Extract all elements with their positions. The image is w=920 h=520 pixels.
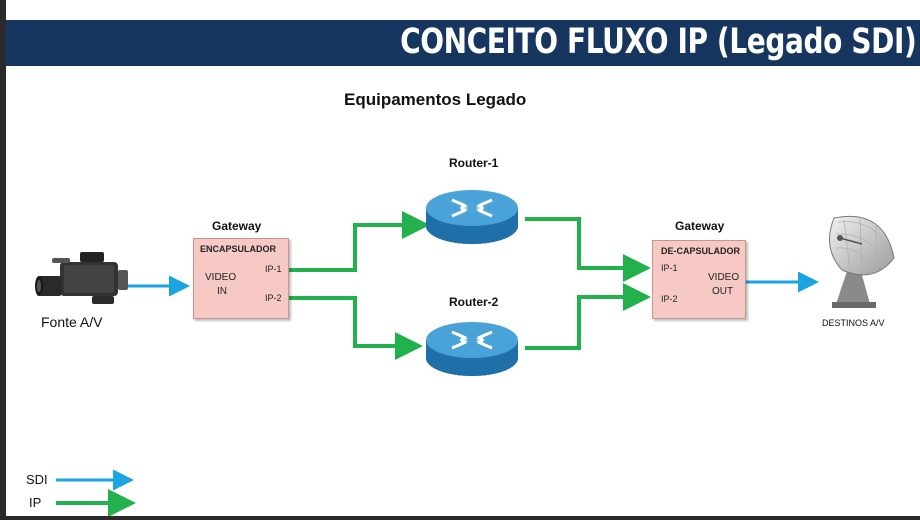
router2-label: Router-2 xyxy=(449,295,499,309)
connection-lines xyxy=(56,211,819,516)
destination-label: DESTINOS A/V xyxy=(822,318,885,328)
video-out-label-1: VIDEO xyxy=(708,272,740,283)
encapsulator-box: ENCAPSULADOR VIDEO IN IP-1 IP-2 xyxy=(193,238,289,319)
satellite-dish-icon xyxy=(829,215,895,308)
slide: CONCEITO FLUXO IP (Legado SDI) Equipamen… xyxy=(6,0,920,516)
diagram-title: Equipamentos Legado xyxy=(344,90,527,109)
decapsulator-port-ip1: IP-1 xyxy=(661,263,678,273)
router-icon xyxy=(426,322,518,376)
source-label: Fonte A/V xyxy=(41,314,103,330)
encapsulator-port-ip1: IP-1 xyxy=(265,264,282,274)
legend-ip-label: IP xyxy=(29,495,42,510)
decapsulator-port-ip2: IP-2 xyxy=(661,294,678,304)
slide-title: CONCEITO FLUXO IP (Legado SDI) xyxy=(399,22,917,62)
ip-link-gateway-router2 xyxy=(288,296,423,360)
encapsulator-label: ENCAPSULADOR xyxy=(200,244,277,254)
ip-link-router1-decap xyxy=(525,217,651,282)
video-in-label-1: VIDEO xyxy=(205,272,237,283)
title-banner: CONCEITO FLUXO IP (Legado SDI) xyxy=(6,20,920,66)
video-in-label-2: IN xyxy=(217,286,227,297)
decapsulator-box: DE-CAPSULADOR IP-1 IP-2 VIDEO OUT xyxy=(652,240,746,319)
encapsulator-port-ip2: IP-2 xyxy=(265,293,282,303)
legend-sdi-label: SDI xyxy=(26,472,48,487)
gateway-in-title: Gateway xyxy=(212,219,262,233)
video-camera-icon xyxy=(35,252,128,304)
router-icon xyxy=(426,190,518,244)
gateway-out-title: Gateway xyxy=(675,219,725,233)
router1-label: Router-1 xyxy=(449,156,499,170)
ip-link-gateway-router1 xyxy=(288,211,430,272)
decapsulator-label: DE-CAPSULADOR xyxy=(661,246,741,256)
ip-link-router2-decap xyxy=(525,283,651,350)
video-out-label-2: OUT xyxy=(712,286,734,297)
